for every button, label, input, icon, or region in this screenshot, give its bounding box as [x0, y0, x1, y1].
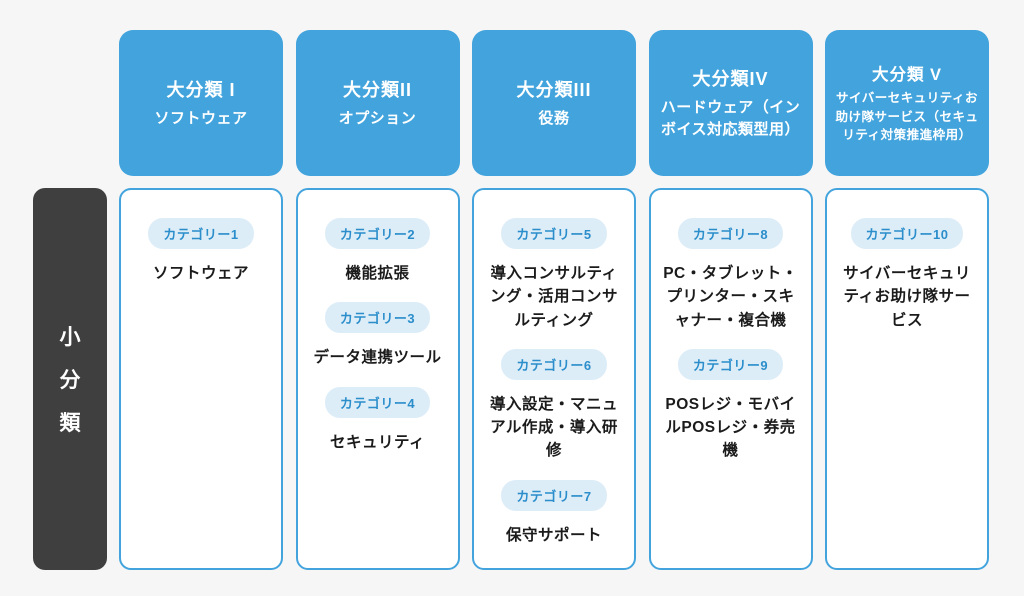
subcategory-sidebar: 小 分 類	[33, 188, 107, 570]
sidebar-char: 分	[59, 369, 81, 392]
major-category-title: 大分類IV	[692, 69, 769, 90]
category-label: PC・タブレット・プリンター・スキャナー・複合機	[663, 265, 798, 329]
category-badge: カテゴリー10	[850, 218, 964, 249]
major-category-subtitle: サイバーセキュリティお助け隊サービス（セキュリティ対策推進枠用）	[835, 90, 979, 143]
major-category-subtitle: オプション	[338, 110, 417, 128]
category-badge: カテゴリー4	[324, 386, 431, 418]
sidebar-char: 小	[59, 326, 81, 349]
category-label: 導入設定・マニュアル作成・導入研修	[489, 395, 618, 460]
subcategory-column-5: カテゴリー10 サイバーセキュリティお助け隊サービス	[825, 188, 989, 570]
major-category-header-3: 大分類III 役務	[472, 30, 636, 176]
category-badge: カテゴリー1	[148, 218, 254, 249]
sidebar-char: 類	[59, 412, 81, 435]
major-category-title: 大分類 V	[871, 65, 943, 84]
category-badge: カテゴリー5	[501, 218, 607, 249]
category-label: 機能拡張	[345, 265, 410, 282]
major-category-header-4: 大分類IV ハードウェア（インボイス対応類型用）	[648, 30, 813, 176]
category-badge: カテゴリー8	[677, 218, 784, 249]
major-category-title: 大分類III	[516, 80, 592, 101]
category-badge: カテゴリー2	[324, 218, 431, 249]
category-badge: カテゴリー7	[501, 479, 607, 511]
category-label: データ連携ツール	[313, 349, 442, 367]
major-category-subtitle: ソフトウェア	[154, 110, 248, 128]
category-label: 導入コンサルティング・活用コンサルティング	[489, 265, 618, 329]
category-label: セキュリティ	[329, 433, 426, 451]
category-label: ソフトウェア	[152, 265, 249, 282]
major-category-title: 大分類II	[342, 80, 412, 101]
major-category-header-5: 大分類 V サイバーセキュリティお助け隊サービス（セキュリティ対策推進枠用）	[825, 30, 989, 176]
major-category-header-2: 大分類II オプション	[295, 30, 460, 176]
major-category-subtitle: ハードウェア（インボイス対応類型用）	[660, 99, 801, 138]
major-category-header-row: 大分類 I ソフトウェア 大分類II オプション 大分類III 役務 大分類IV…	[119, 30, 989, 176]
subcategory-row: カテゴリー1 ソフトウェア カテゴリー2 機能拡張 カテゴリー3 データ連携ツー…	[119, 188, 989, 570]
major-category-title: 大分類 I	[166, 80, 236, 101]
category-label: POSレジ・モバイルPOSレジ・券売機	[665, 395, 796, 460]
subcategory-column-2: カテゴリー2 機能拡張 カテゴリー3 データ連携ツール カテゴリー4 セキュリテ…	[295, 188, 460, 570]
major-category-header-1: 大分類 I ソフトウェア	[119, 30, 283, 176]
subcategory-column-1: カテゴリー1 ソフトウェア	[119, 188, 283, 570]
category-badge: カテゴリー3	[324, 302, 431, 334]
category-label: サイバーセキュリティお助け隊サービス	[843, 265, 971, 329]
category-badge: カテゴリー9	[677, 348, 784, 380]
category-badge: カテゴリー6	[501, 348, 607, 380]
subcategory-column-3: カテゴリー5 導入コンサルティング・活用コンサルティング カテゴリー6 導入設定…	[472, 188, 636, 570]
subcategory-column-4: カテゴリー8 PC・タブレット・プリンター・スキャナー・複合機 カテゴリー9 P…	[648, 188, 813, 570]
category-label: 保守サポート	[505, 526, 602, 544]
major-category-subtitle: 役務	[538, 110, 570, 128]
